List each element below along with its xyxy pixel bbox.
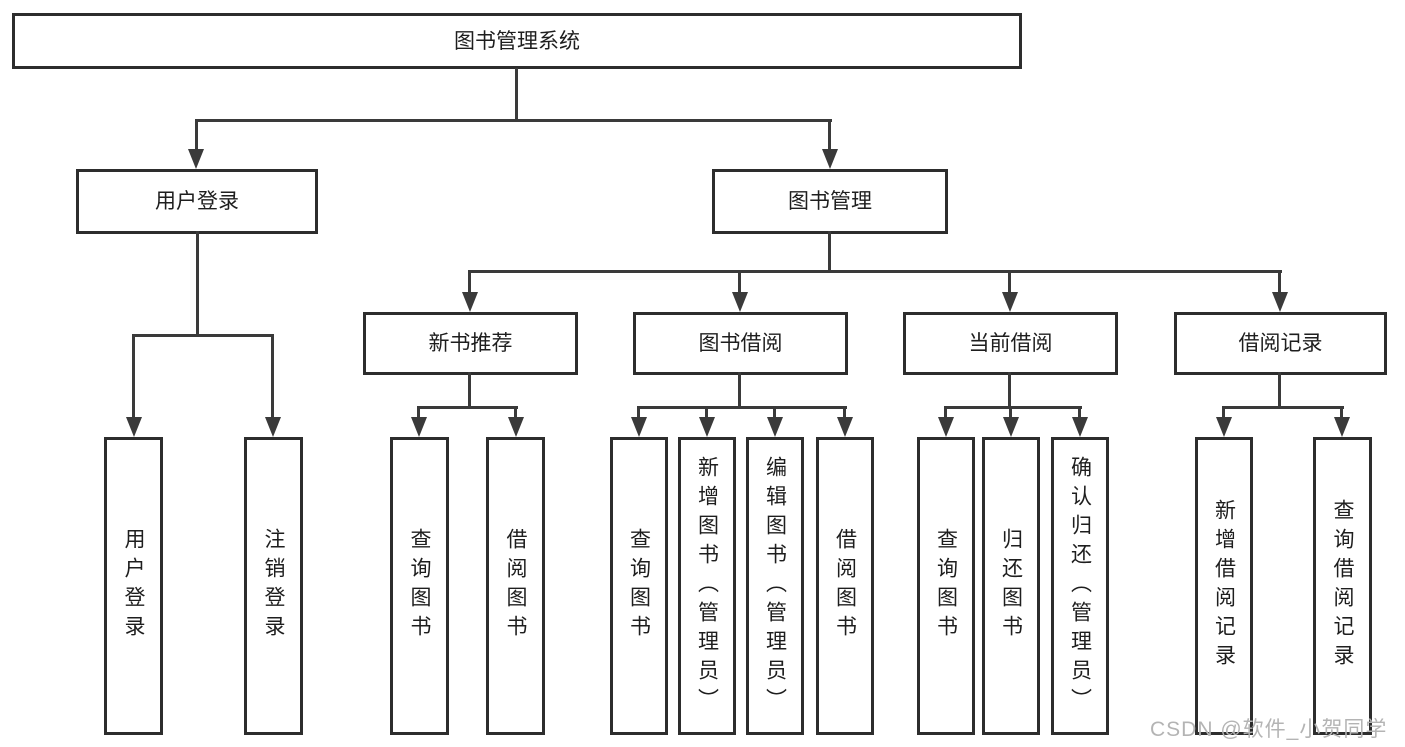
connector-line [468, 270, 471, 294]
leaf-query-book-3: 查询图书 [917, 437, 975, 735]
node-label: 查询借阅记录 [1331, 499, 1354, 673]
node-label: 归还图书 [999, 528, 1023, 644]
node-user-login: 用户登录 [76, 169, 318, 234]
node-new-book-recommend: 新书推荐 [363, 312, 578, 375]
leaf-add-borrow-record: 新增借阅记录 [1195, 437, 1253, 735]
leaf-return-book: 归还图书 [982, 437, 1040, 735]
connector-line [944, 406, 947, 420]
node-current-borrow: 当前借阅 [903, 312, 1118, 375]
node-label: 查询图书 [627, 528, 651, 644]
node-label: 当前借阅 [968, 332, 1053, 355]
arrow-down-icon [1216, 417, 1232, 437]
arrow-down-icon [1002, 292, 1018, 312]
arrow-down-icon [822, 149, 838, 169]
node-borrow-record: 借阅记录 [1174, 312, 1387, 375]
leaf-confirm-return-admin: 确认归还（管理员） [1051, 437, 1109, 735]
node-label: 借阅记录 [1238, 332, 1323, 355]
node-label: 查询图书 [934, 528, 958, 644]
leaf-logout-login: 注销登录 [244, 437, 303, 735]
connector-line [195, 119, 198, 152]
connector-line [417, 406, 420, 420]
connector-line [468, 270, 1282, 273]
connector-line [132, 334, 274, 337]
connector-line [705, 406, 708, 420]
arrow-down-icon [699, 417, 715, 437]
arrow-down-icon [837, 417, 853, 437]
leaf-add-book-admin: 新增图书（管理员） [678, 437, 736, 735]
arrow-down-icon [462, 292, 478, 312]
leaf-query-book-1: 查询图书 [390, 437, 449, 735]
connector-line [843, 406, 846, 420]
arrow-down-icon [188, 149, 204, 169]
connector-line [195, 119, 832, 122]
connector-line [828, 119, 831, 152]
arrow-down-icon [1334, 417, 1350, 437]
arrow-down-icon [126, 417, 142, 437]
node-root: 图书管理系统 [12, 13, 1022, 69]
connector-line [944, 406, 1082, 409]
arrow-down-icon [732, 292, 748, 312]
node-book-management: 图书管理 [712, 169, 948, 234]
arrow-down-icon [767, 417, 783, 437]
arrow-down-icon [631, 417, 647, 437]
node-label: 图书借阅 [698, 332, 783, 355]
node-label: 借阅图书 [833, 528, 857, 644]
node-label: 编辑图书（管理员） [763, 455, 787, 717]
connector-line [1222, 406, 1225, 420]
connector-line [773, 406, 776, 420]
leaf-query-book-2: 查询图书 [610, 437, 668, 735]
connector-line [637, 406, 640, 420]
arrow-down-icon [411, 417, 427, 437]
node-label: 新增借阅记录 [1212, 499, 1236, 673]
leaf-borrow-book-1: 借阅图书 [486, 437, 545, 735]
connector-line [738, 270, 741, 294]
node-book-borrow: 图书借阅 [633, 312, 848, 375]
connector-line [196, 231, 199, 337]
node-label: 用户登录 [122, 528, 145, 644]
connector-line [514, 406, 517, 420]
connector-line [271, 334, 274, 419]
node-label: 用户登录 [155, 190, 239, 213]
node-label: 新增图书（管理员） [695, 455, 719, 717]
node-label: 确认归还（管理员） [1068, 455, 1092, 717]
connector-line [738, 372, 741, 409]
connector-line [1078, 406, 1081, 420]
connector-line [417, 406, 518, 409]
connector-line [1222, 406, 1344, 409]
arrow-down-icon [938, 417, 954, 437]
watermark-text: CSDN @软件_小贺同学 [1150, 718, 1388, 741]
connector-line [1340, 406, 1343, 420]
connector-line [468, 372, 471, 409]
leaf-borrow-book-2: 借阅图书 [816, 437, 874, 735]
connector-line [515, 68, 518, 122]
connector-line [132, 334, 135, 419]
arrow-down-icon [265, 417, 281, 437]
connector-line [1008, 270, 1011, 294]
connector-line [828, 231, 831, 273]
node-label: 查询图书 [408, 528, 431, 644]
connector-line [1278, 270, 1281, 294]
arrow-down-icon [1003, 417, 1019, 437]
connector-line [1278, 372, 1281, 409]
node-label: 图书管理 [788, 190, 872, 213]
arrow-down-icon [508, 417, 524, 437]
node-label: 图书管理系统 [454, 29, 580, 53]
leaf-edit-book-admin: 编辑图书（管理员） [746, 437, 804, 735]
node-label: 注销登录 [262, 528, 285, 644]
connector-line [1008, 372, 1011, 409]
arrow-down-icon [1072, 417, 1088, 437]
connector-line [1009, 406, 1012, 420]
node-label: 新书推荐 [428, 332, 513, 355]
leaf-query-borrow-record: 查询借阅记录 [1313, 437, 1372, 735]
node-label: 借阅图书 [504, 528, 527, 644]
arrow-down-icon [1272, 292, 1288, 312]
leaf-user-login: 用户登录 [104, 437, 163, 735]
connector-line [637, 406, 847, 409]
